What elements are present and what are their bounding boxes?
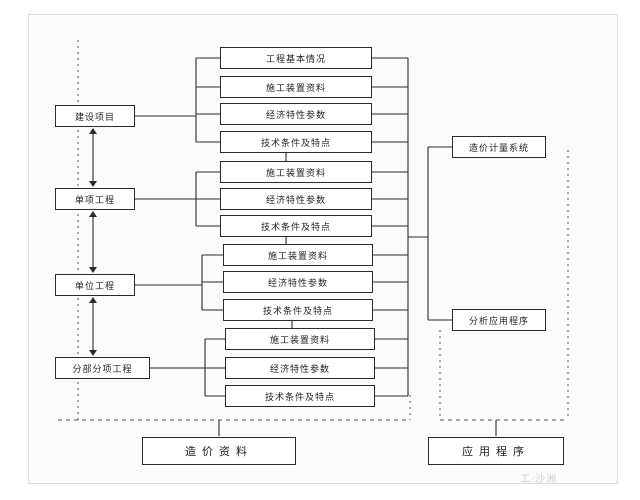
item-box-economic-params: 经济特性参数: [225, 357, 375, 379]
item-box-economic-params: 经济特性参数: [220, 188, 372, 210]
level-link-arrow-up: [89, 211, 97, 217]
level-link-arrow-down: [89, 267, 97, 273]
item-box-economic-params: 经济特性参数: [220, 103, 372, 125]
level-box-project: 建设项目: [55, 105, 135, 127]
level-box-single-project: 单项工程: [55, 188, 135, 210]
item-box-basic-info: 工程基本情况: [220, 47, 372, 69]
item-box-technical-conditions: 技术条件及特点: [225, 385, 375, 407]
item-box-economic-params: 经济特性参数: [223, 271, 373, 293]
level-link-arrow-up: [89, 297, 97, 303]
cost-data-box: 造价资料: [142, 437, 296, 465]
item-box-construction-data: 施工装置资料: [225, 328, 375, 350]
item-box-technical-conditions: 技术条件及特点: [220, 131, 372, 153]
level-box-subdivision-project: 分部分项工程: [55, 357, 150, 379]
level-link-arrow-down: [89, 181, 97, 187]
item-box-technical-conditions: 技术条件及特点: [223, 299, 373, 321]
item-box-construction-data: 施工装置资料: [223, 244, 373, 266]
level-box-unit-project: 单位工程: [55, 274, 135, 296]
application-program-box: 应用程序: [428, 437, 564, 465]
level-link-arrow-down: [89, 350, 97, 356]
item-box-technical-conditions: 技术条件及特点: [220, 215, 372, 237]
analysis-program-box: 分析应用程序: [452, 309, 546, 331]
watermark-text: 工·沙洲: [520, 474, 558, 485]
level-link-arrow-up: [89, 128, 97, 134]
item-box-construction-data: 施工装置资料: [220, 76, 372, 98]
cost-system-box: 造价计量系统: [452, 136, 546, 158]
item-box-construction-data: 施工装置资料: [220, 161, 372, 183]
